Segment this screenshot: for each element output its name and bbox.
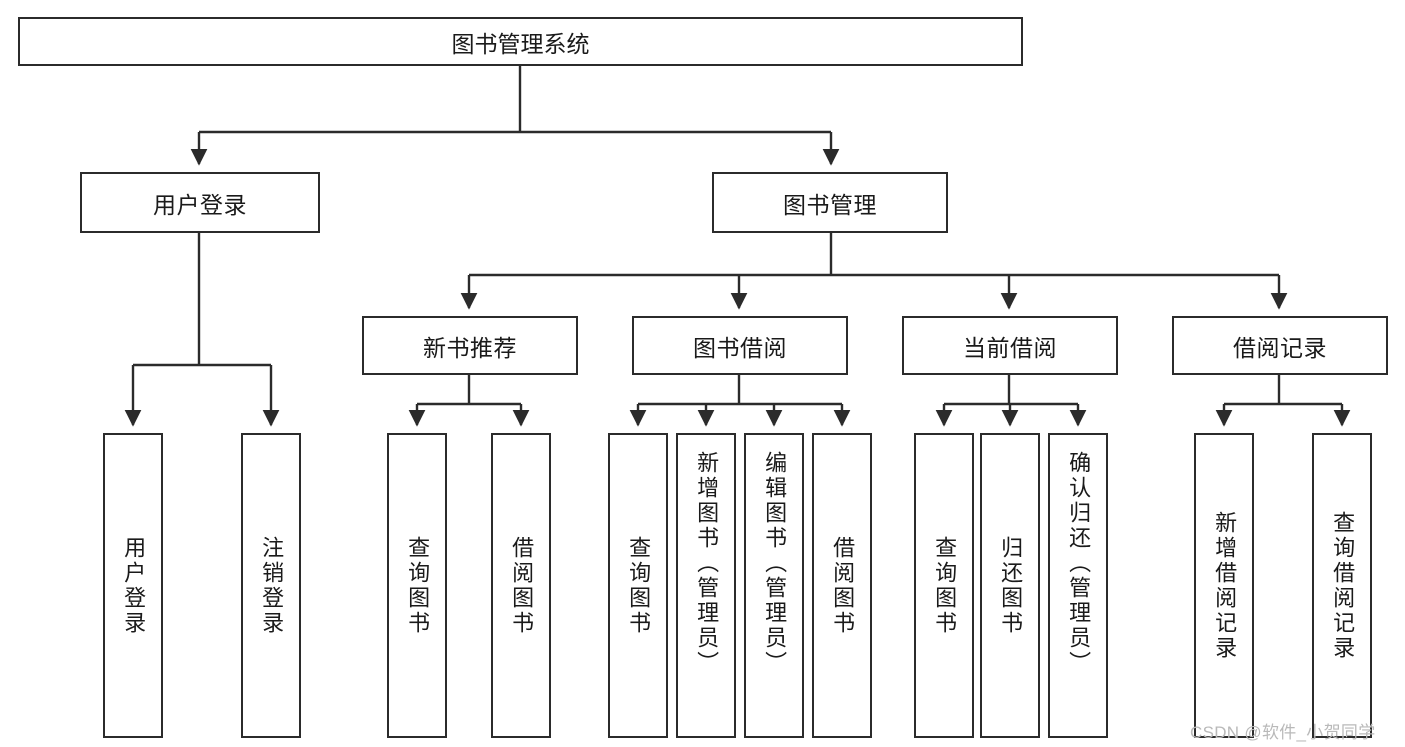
node-user-login[interactable]: 用户登录 (80, 172, 320, 233)
node-book-management[interactable]: 图书管理 (712, 172, 948, 233)
node-book-borrowing[interactable]: 图书借阅 (632, 316, 848, 375)
leaf-borrow-books-borrow[interactable]: 借阅图书 (812, 433, 872, 738)
node-label: 当前借阅 (963, 334, 1057, 361)
leaf-return-books[interactable]: 归还图书 (980, 433, 1040, 738)
node-label: 新增借阅记录 (1212, 510, 1238, 661)
leaf-add-borrow-record[interactable]: 新增借阅记录 (1194, 433, 1254, 738)
leaf-query-books-current[interactable]: 查询图书 (914, 433, 974, 738)
leaf-edit-book-admin[interactable]: 编辑图书（管理员） (744, 433, 804, 738)
leaf-add-book-admin[interactable]: 新增图书（管理员） (676, 433, 736, 738)
node-label: 查询图书 (626, 535, 652, 636)
node-new-book-recommendation[interactable]: 新书推荐 (362, 316, 578, 375)
node-label: 图书管理系统 (451, 30, 590, 57)
node-label: 用户登录 (153, 191, 247, 218)
leaf-query-borrow-record[interactable]: 查询借阅记录 (1312, 433, 1372, 738)
node-label: 注销登录 (259, 535, 285, 636)
node-borrowing-record[interactable]: 借阅记录 (1172, 316, 1388, 375)
node-label: 查询图书 (932, 535, 958, 636)
watermark-text: CSDN @软件_小贺同学 (1190, 723, 1376, 742)
node-label: 新增图书（管理员） (694, 451, 720, 676)
node-root-book-management-system[interactable]: 图书管理系统 (18, 17, 1023, 66)
node-label: 图书管理 (783, 191, 877, 218)
node-label: 新书推荐 (423, 334, 517, 361)
node-label: 借阅图书 (509, 535, 535, 636)
node-label: 借阅记录 (1233, 334, 1327, 361)
node-label: 归还图书 (998, 535, 1024, 636)
leaf-borrow-books-newbook[interactable]: 借阅图书 (491, 433, 551, 738)
node-label: 确认归还（管理员） (1066, 451, 1092, 676)
node-label: 查询借阅记录 (1330, 510, 1356, 661)
node-label: 借阅图书 (830, 535, 856, 636)
leaf-confirm-return-admin[interactable]: 确认归还（管理员） (1048, 433, 1108, 738)
leaf-user-login[interactable]: 用户登录 (103, 433, 163, 738)
leaf-logout[interactable]: 注销登录 (241, 433, 301, 738)
leaf-query-books-borrow[interactable]: 查询图书 (608, 433, 668, 738)
node-label: 图书借阅 (693, 334, 787, 361)
node-label: 查询图书 (405, 535, 431, 636)
node-label: 编辑图书（管理员） (762, 451, 788, 676)
node-current-borrowing[interactable]: 当前借阅 (902, 316, 1118, 375)
node-label: 用户登录 (121, 535, 147, 636)
leaf-query-books-newbook[interactable]: 查询图书 (387, 433, 447, 738)
